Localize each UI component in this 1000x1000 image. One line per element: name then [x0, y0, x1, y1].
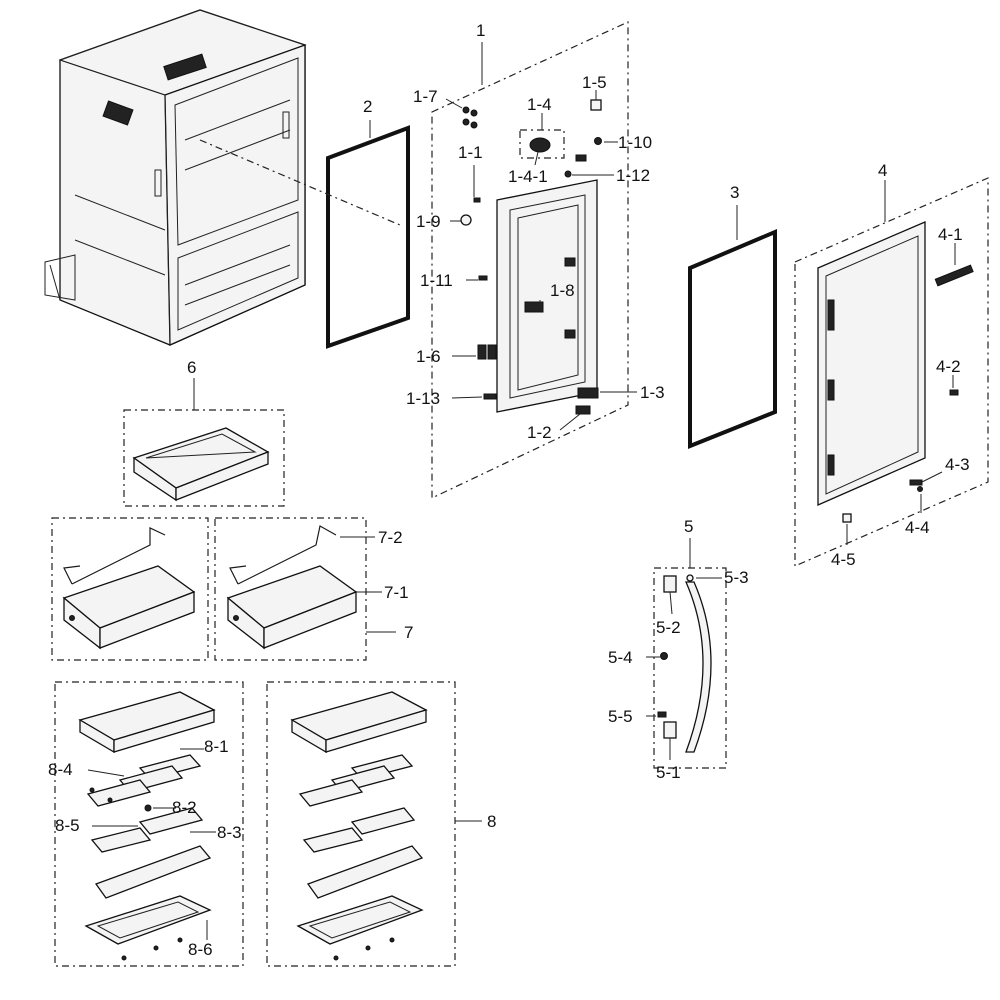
- label-5-1: 5-1: [656, 763, 681, 782]
- label-4: 4: [878, 161, 887, 180]
- right-door-assembly: 4 4-1 4-2 4-3 4-4 4-5: [794, 161, 989, 569]
- door-gasket-3: 3: [688, 183, 777, 449]
- label-5-2: 5-2: [656, 618, 681, 637]
- label-8-1: 8-1: [204, 737, 229, 756]
- label-5-3: 5-3: [724, 568, 749, 587]
- door-bin-7-right: 7-2 7-1 7: [214, 517, 413, 661]
- label-3: 3: [730, 183, 739, 202]
- shelf-assembly-8-left: 8-1 8-4 8-2 8-5 8-3 8-6: [48, 681, 244, 967]
- label-4-5: 4-5: [831, 550, 856, 569]
- label-1-4: 1-4: [527, 95, 552, 114]
- label-4-2: 4-2: [936, 357, 961, 376]
- label-8-5: 8-5: [55, 816, 80, 835]
- label-7: 7: [404, 623, 413, 642]
- label-6: 6: [187, 358, 196, 377]
- label-1-5: 1-5: [582, 73, 607, 92]
- shelf-assembly-8-right: 8: [266, 681, 496, 967]
- left-door-assembly: 1: [406, 21, 665, 499]
- refrigerator-cabinet: [44, 9, 307, 346]
- label-1-2: 1-2: [527, 423, 552, 442]
- label-1-11: 1-11: [420, 271, 453, 290]
- door-gasket-2: 2: [199, 97, 410, 349]
- label-7-2: 7-2: [378, 528, 403, 547]
- door-bin-7-left: [51, 517, 209, 661]
- label-7-1: 7-1: [384, 583, 409, 602]
- label-4-4: 4-4: [905, 518, 930, 537]
- label-1-1: 1-1: [458, 143, 483, 162]
- label-8-4: 8-4: [48, 760, 73, 779]
- label-1: 1: [476, 21, 485, 40]
- label-1-7: 1-7: [413, 87, 438, 106]
- door-handle-assembly: 5 5-3 5-2 5-4 5-5 5-1: [608, 517, 749, 782]
- label-5-4: 5-4: [608, 648, 633, 667]
- label-4-3: 4-3: [945, 455, 970, 474]
- label-1-13: 1-13: [406, 389, 440, 408]
- label-1-9: 1-9: [416, 212, 441, 231]
- label-1-3: 1-3: [640, 383, 665, 402]
- label-2: 2: [363, 97, 372, 116]
- label-1-4-1: 1-4-1: [508, 167, 548, 186]
- label-8-6: 8-6: [188, 940, 213, 959]
- label-8: 8: [487, 812, 496, 831]
- label-8-3: 8-3: [217, 823, 242, 842]
- label-8-2: 8-2: [172, 798, 197, 817]
- label-1-12: 1-12: [616, 166, 650, 185]
- label-1-6: 1-6: [416, 347, 441, 366]
- door-bin-6: 6: [123, 358, 285, 507]
- label-5: 5: [684, 517, 693, 536]
- label-4-1: 4-1: [938, 225, 963, 244]
- label-1-10: 1-10: [618, 133, 652, 152]
- label-5-5: 5-5: [608, 707, 633, 726]
- part-1-5: [590, 99, 602, 111]
- label-1-8: 1-8: [550, 281, 575, 300]
